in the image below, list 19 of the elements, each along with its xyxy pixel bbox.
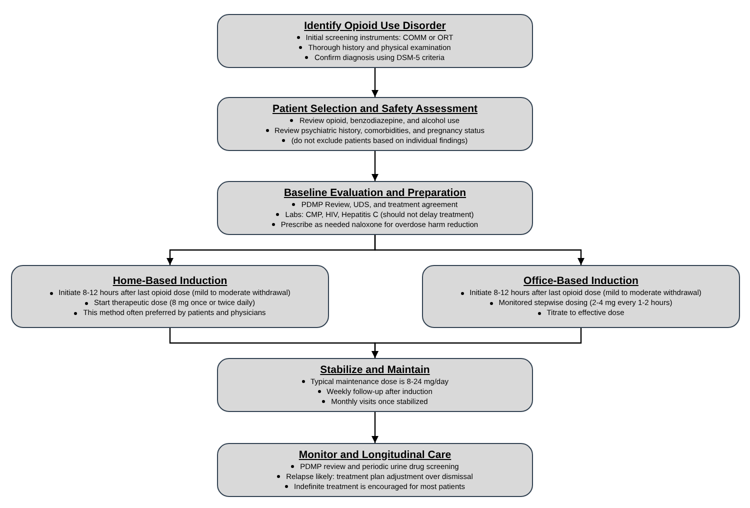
arrow — [374, 235, 585, 265]
process-box — [11, 265, 329, 328]
process-box — [217, 443, 533, 497]
box-heading: Baseline Evaluation and Preparation — [284, 186, 466, 200]
box-heading: Monitor and Longitudinal Care — [298, 448, 452, 462]
box-heading: Patient Selection and Safety Assessment — [272, 102, 478, 116]
box-heading: Identify Opioid Use Disorder — [304, 20, 446, 32]
process-box — [422, 265, 740, 328]
process-box — [217, 97, 533, 151]
arrow — [371, 151, 379, 181]
arrow — [371, 68, 379, 97]
box-heading: Stabilize and Maintain — [320, 364, 430, 376]
process-box — [217, 14, 533, 68]
box-heading: Home-Based Induction — [112, 275, 228, 288]
box-heading: Office-Based Induction — [524, 275, 638, 288]
process-box — [217, 181, 533, 235]
arrow — [371, 412, 379, 443]
arrow — [371, 328, 582, 358]
process-box — [217, 358, 533, 412]
